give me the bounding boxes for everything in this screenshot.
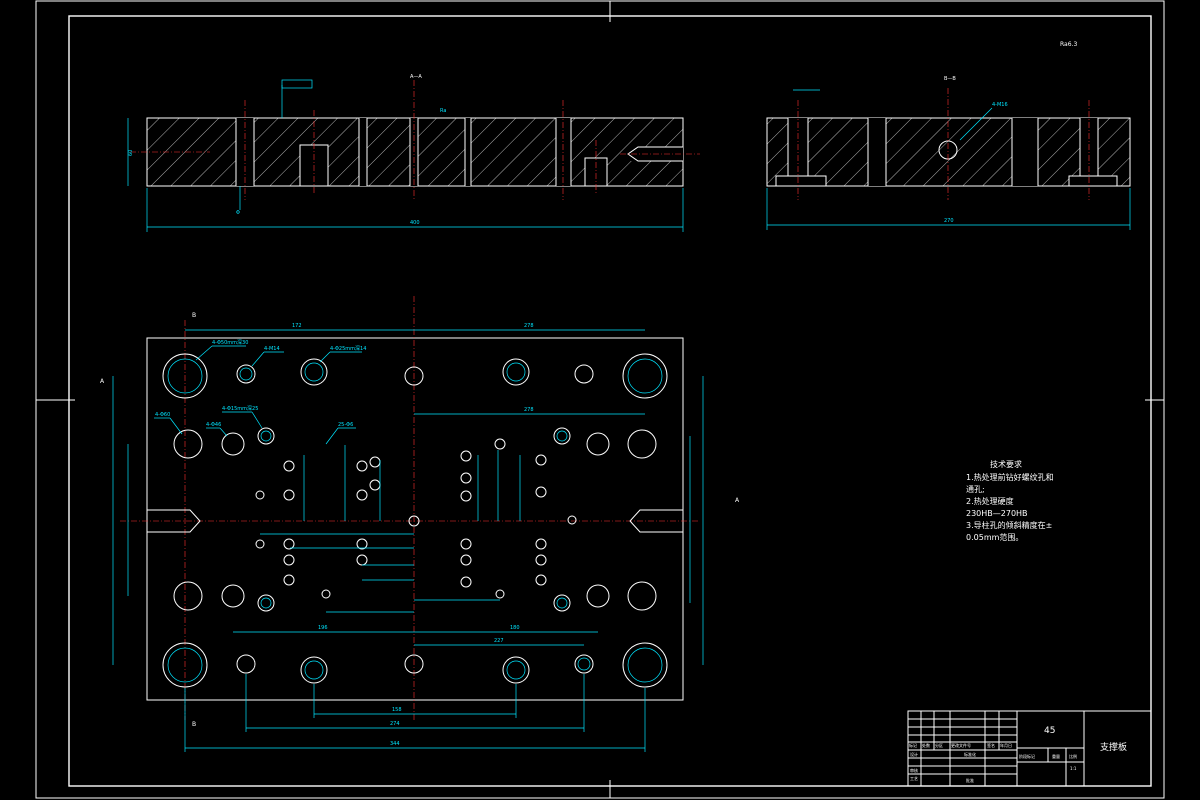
callout-top-2: 4-M14 [264,346,280,352]
side-section-label: B—B [944,76,956,82]
front-section-view: A—A Φ R [127,74,700,232]
svg-text:60: 60 [128,150,134,156]
tech-line-4: 230HB—270HB [966,509,1028,518]
dim-top-right: 278 [524,323,534,329]
callout-top-3: 4-Φ25mm深14 [330,345,366,352]
tb-header-sign: 签名 [987,742,995,748]
svg-text:B: B [192,312,196,319]
hole-callouts: 4-Φ50mm深30 4-M14 4-Φ25mm深14 4-Φ60 4-Φ46 … [154,339,366,445]
tb-material: 45 [1044,726,1055,736]
tb-design: 设计 [910,751,918,757]
front-section-label: A—A [410,74,422,80]
tb-header-count: 处数 [922,742,930,748]
dim-top-left: 172 [292,323,302,329]
tb-ratio: 比例 [1069,753,1077,759]
roughness-note: Ra6.3 [1060,41,1077,48]
svg-text:Φ: Φ [236,210,240,216]
dim-front-length: 400 [410,220,420,226]
tb-review: 审核 [910,767,918,773]
dim-bottom-2: 274 [390,721,400,727]
tb-header-change: 更改文件号 [951,742,971,748]
dim-bottom-3: 344 [390,741,400,747]
callout-left-3: 4-Φ15mm深25 [222,405,258,412]
dim-inner-right: 278 [524,407,534,413]
dim-bottom-1: 158 [392,707,402,713]
svg-text:B: B [192,721,196,728]
tech-line-3: 2.热处理硬度 [966,496,1014,506]
dim-right-mid: 180 [510,625,520,631]
tb-header-mark: 标记 [909,742,917,748]
tech-requirements: 技术要求 1.热处理前钻好螺纹孔和 通孔; 2.热处理硬度 230HB—270H… [966,459,1054,542]
svg-text:Ra: Ra [440,108,446,114]
tech-title: 技术要求 [990,459,1022,469]
tb-weight: 重量 [1052,753,1060,759]
tb-part-name: 支撑板 [1100,741,1127,753]
tb-process: 工艺 [910,776,918,781]
tb-approve: 批准 [966,777,974,783]
side-section-view: B—B 4-M16 270 [766,76,1131,230]
dim-left-mid: 196 [318,625,328,631]
tech-line-2: 通孔; [966,484,985,494]
dim-side-width: 270 [944,218,954,224]
ejector-holes [255,438,577,599]
tech-line-1: 1.热处理前钻好螺纹孔和 [966,472,1054,482]
callout-mid-1: 25-Φ6 [338,422,353,428]
tb-scale: 1:1 [1070,766,1077,771]
plan-dimensions: 172 278 278 196 180 227 158 274 344 [112,323,704,752]
tb-standardization: 标准化 [964,751,976,757]
callout-left-1: 4-Φ60 [155,412,170,418]
tb-stage-mark: 阶段标记 [1019,753,1035,759]
tb-header-date: 年月日 [1000,742,1012,748]
side-hole-label: 4-M16 [992,102,1008,108]
tech-line-6: 0.05mm范围。 [966,532,1023,542]
svg-text:A: A [100,378,105,385]
plan-view: 172 278 278 196 180 227 158 274 344 [100,296,740,752]
guide-holes [162,353,668,688]
svg-text:A: A [735,497,740,504]
callout-top-1: 4-Φ50mm深30 [212,339,248,346]
title-block: 标记 处数 分区 更改文件号 签名 年月日 设计 标准化 阶段标记 重量 比例 … [907,710,1152,787]
callout-left-2: 4-Φ46 [206,422,221,428]
dim-bottom-row-2: 227 [494,638,504,644]
tb-header-zone: 分区 [935,742,943,748]
tech-line-5: 3.导柱孔的倾斜精度在± [966,520,1052,530]
